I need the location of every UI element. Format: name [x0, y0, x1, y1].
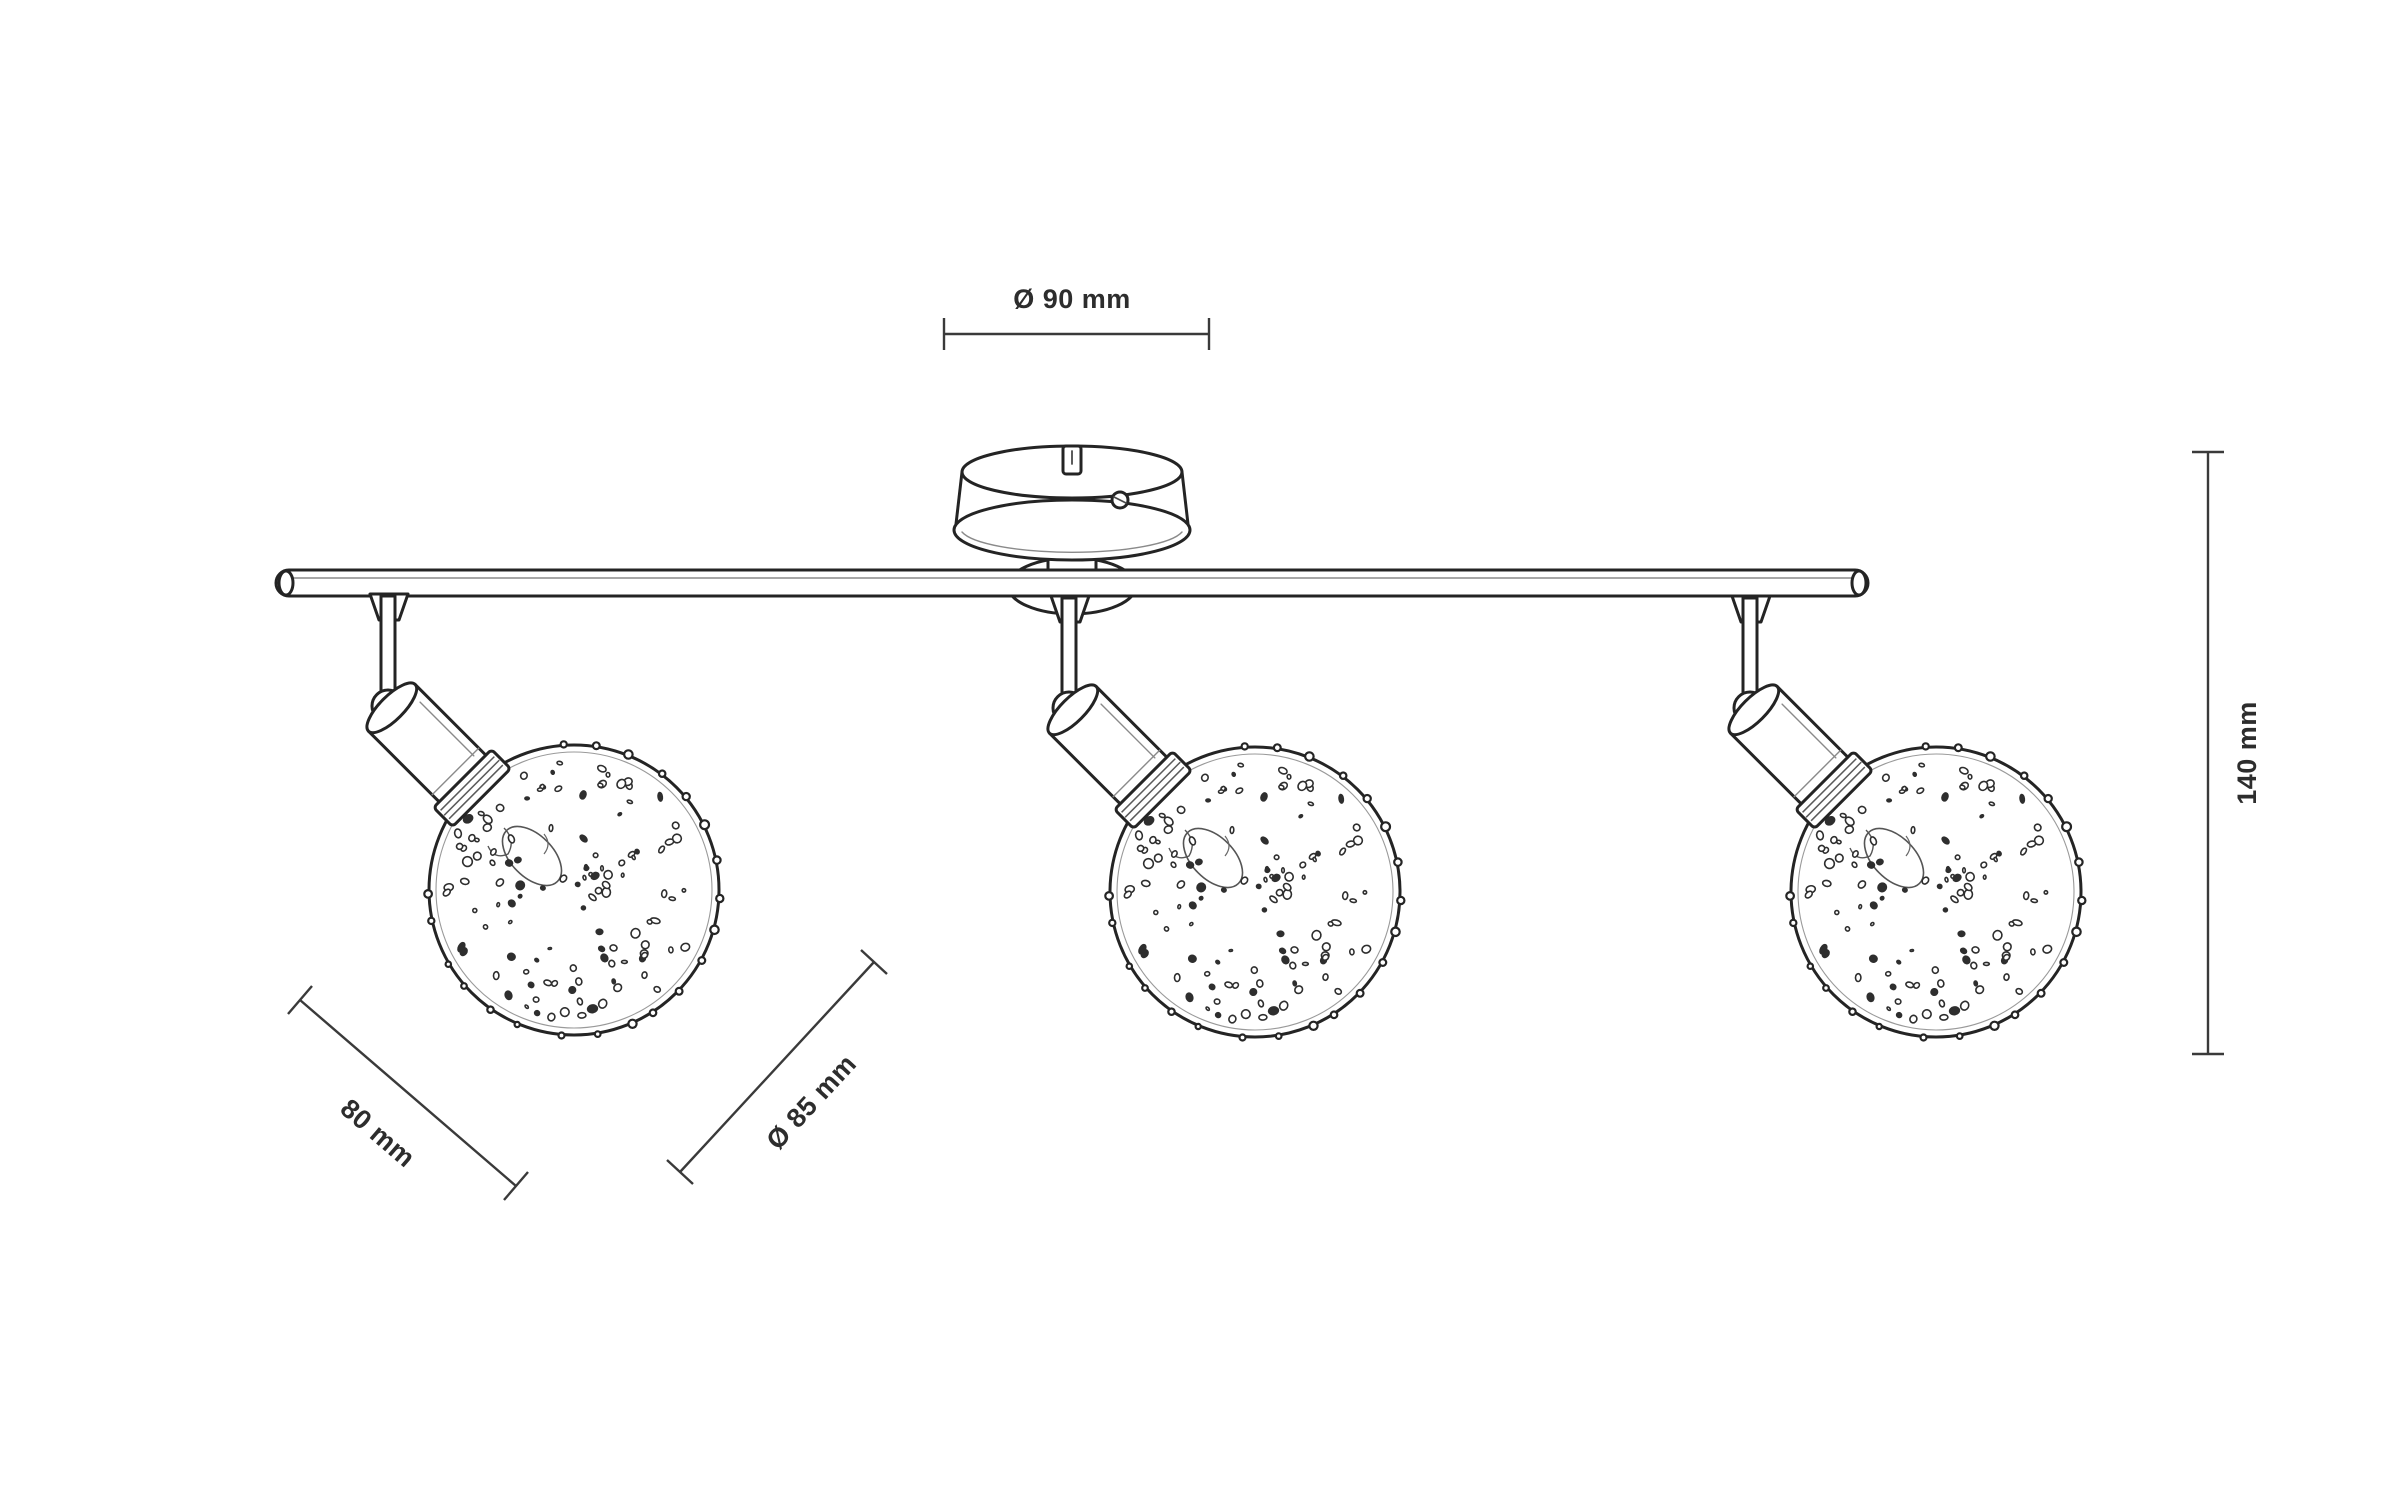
spotlight-1: [352, 592, 725, 1040]
dim-shade-diameter: Ø 85 mm: [666, 949, 888, 1185]
spotlight-3: [1714, 594, 2087, 1042]
dim-shade-diameter-label: Ø 85 mm: [760, 1049, 862, 1156]
dim-tick: [860, 949, 888, 975]
rail-bar: [274, 568, 1870, 598]
rail-end-cap-right: [1850, 569, 1868, 597]
ceiling-canopy: [952, 444, 1192, 616]
dim-tick: [666, 1159, 694, 1185]
dim-canopy-diameter-label: Ø 90 mm: [1013, 284, 1131, 314]
dim-tick: [503, 1171, 529, 1201]
dim-fixture-height: 140 mm: [2192, 450, 2262, 1056]
spotlight-2: [1033, 594, 1406, 1042]
dim-fixture-height-label: 140 mm: [2232, 701, 2262, 805]
dim-tick: [287, 985, 313, 1015]
dim-arm-length-label: 80 mm: [335, 1093, 421, 1173]
dim-canopy-diameter: Ø 90 mm: [942, 284, 1211, 350]
rail-end-cap-left: [277, 569, 295, 597]
canopy-flange: [952, 498, 1192, 562]
dim-arm-length: 80 mm: [287, 985, 529, 1201]
dimension-annotations: Ø 90 mm 140 mm 80 mm Ø 85 mm: [287, 284, 2262, 1201]
